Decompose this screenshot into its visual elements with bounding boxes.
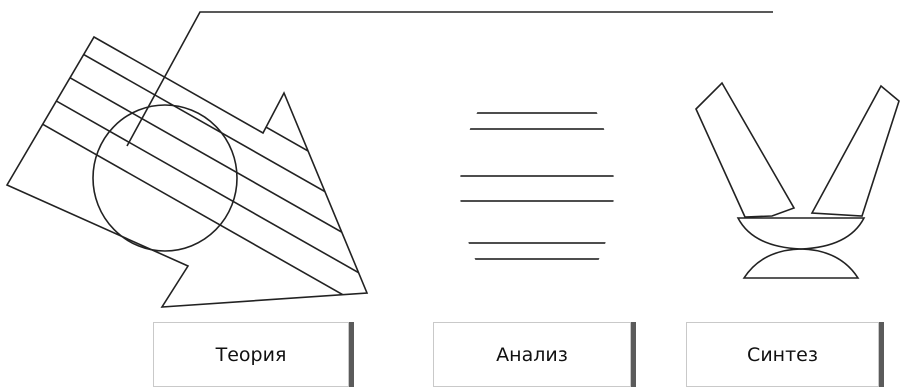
v-shape-on-lenses-icon: [696, 83, 899, 278]
circle-icon: [93, 105, 237, 251]
right-bar-icon: [812, 86, 899, 216]
left-bar-icon: [696, 83, 794, 217]
label-box-synthesis: Синтез: [686, 322, 879, 387]
sliced-ellipse-icon: [440, 60, 640, 319]
upper-lens-icon: [738, 218, 864, 249]
label-synthesis: Синтез: [747, 344, 818, 366]
label-theory: Теория: [216, 344, 287, 366]
callout-leader-line: [127, 12, 773, 146]
label-analysis: Анализ: [496, 344, 568, 366]
label-box-analysis: Анализ: [433, 322, 631, 387]
lower-lens-icon: [744, 249, 858, 278]
label-box-theory: Теория: [153, 322, 349, 387]
